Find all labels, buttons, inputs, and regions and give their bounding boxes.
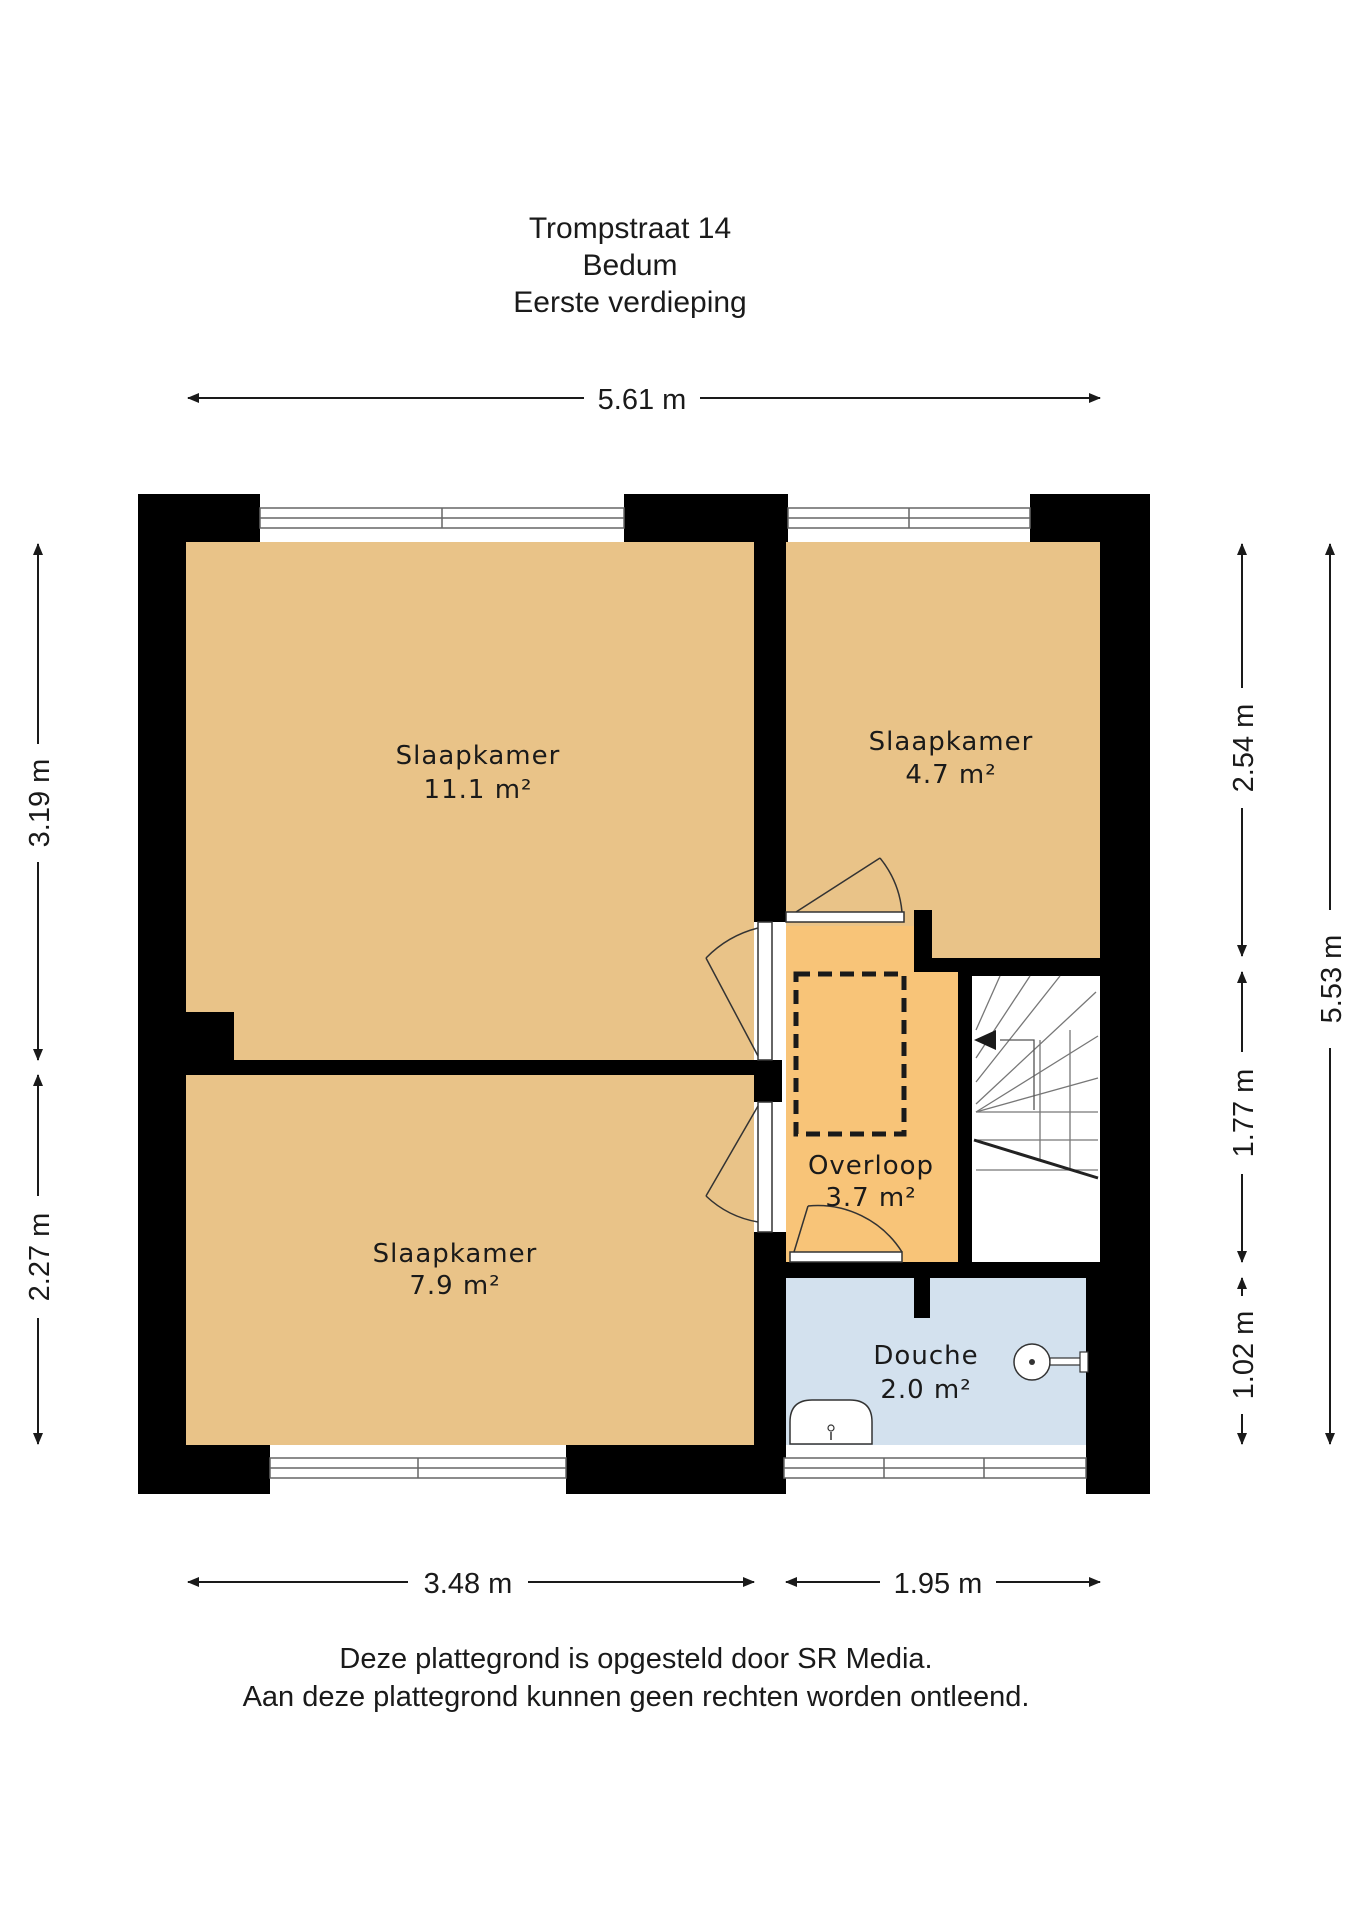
dim-left-upper: 3.19 m bbox=[24, 759, 56, 848]
dim-top-width: 5.61 m bbox=[598, 384, 687, 416]
doors bbox=[705, 857, 905, 1263]
landing-floor bbox=[786, 926, 958, 1262]
dim-right-upper: 2.54 m bbox=[1228, 704, 1260, 793]
shower-head-icon bbox=[1013, 1343, 1089, 1381]
bedroom-bottom-floor bbox=[186, 1075, 754, 1445]
bedroom-large-area: 11.1 m² bbox=[424, 775, 533, 805]
floor-title: Eerste verdieping bbox=[513, 286, 747, 319]
bedroom-bottom-area: 7.9 m² bbox=[409, 1271, 500, 1301]
landing-name: Overloop bbox=[808, 1151, 934, 1181]
dim-right-middle: 1.77 m bbox=[1228, 1069, 1260, 1158]
dim-left-lower: 2.27 m bbox=[24, 1213, 56, 1302]
attic-hatch bbox=[793, 971, 907, 1137]
bedroom-bottom-name: Slaapkamer bbox=[373, 1239, 538, 1269]
dim-right-total: 5.53 m bbox=[1316, 935, 1348, 1024]
shower-name: Douche bbox=[873, 1341, 978, 1371]
dim-bottom-right: 1.95 m bbox=[894, 1568, 983, 1600]
windows bbox=[259, 507, 1087, 1479]
walls bbox=[138, 494, 1150, 1494]
dim-right-lower: 1.02 m bbox=[1228, 1311, 1260, 1400]
stair-direction-arrow-icon bbox=[974, 1030, 996, 1050]
sink-icon bbox=[789, 1399, 873, 1445]
disclaimer-line-1: Deze plattegrond is opgesteld door SR Me… bbox=[339, 1643, 933, 1675]
bedroom-large-floor bbox=[186, 542, 754, 1060]
bedroom-small-name: Slaapkamer bbox=[869, 727, 1034, 757]
bedroom-small-floor bbox=[786, 542, 1100, 958]
dim-bottom-left: 3.48 m bbox=[424, 1568, 513, 1600]
address-title: Trompstraat 14 bbox=[528, 212, 732, 245]
dimension-lines bbox=[33, 393, 1335, 1587]
stairwell-floor bbox=[972, 976, 1100, 1262]
shower-area: 2.0 m² bbox=[880, 1375, 971, 1405]
disclaimer-line-2: Aan deze plattegrond kunnen geen rechten… bbox=[242, 1681, 1030, 1713]
bedroom-large-name: Slaapkamer bbox=[396, 741, 561, 771]
landing-area: 3.7 m² bbox=[825, 1183, 916, 1213]
city-title: Bedum bbox=[582, 249, 678, 282]
bedroom-small-area: 4.7 m² bbox=[905, 760, 996, 790]
staircase bbox=[973, 975, 1099, 1180]
